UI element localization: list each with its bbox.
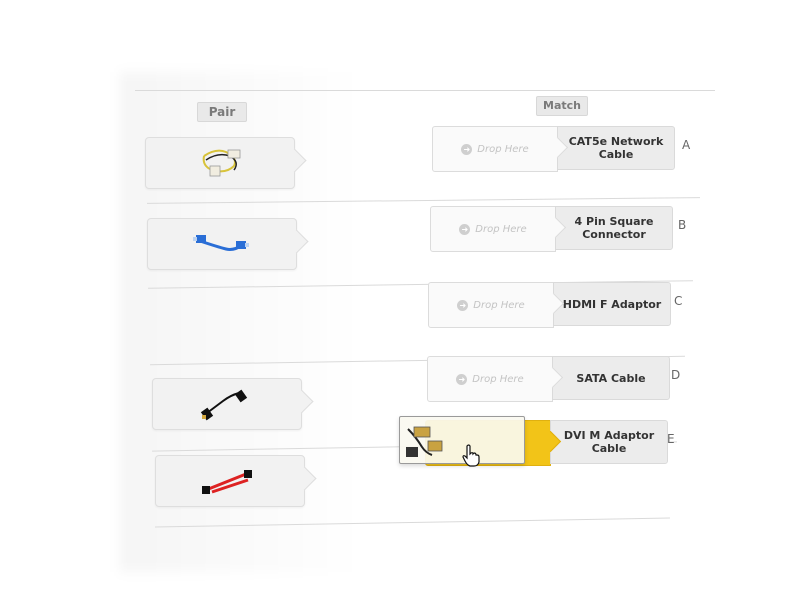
arrow-right-icon: ➜ [456,373,468,385]
dvi-adaptor-cable-icon [406,426,443,457]
match-column-header: Match [536,96,588,116]
match-label: 4 Pin Square Connector [555,206,673,250]
drop-placeholder: Drop Here [475,223,527,235]
sata-cable-icon [202,470,252,494]
match-letter: A [682,138,691,152]
drop-zone[interactable]: ➜ Drop Here [428,282,554,328]
blue-network-cable-icon [193,235,249,251]
match-letter: E [667,432,675,446]
drop-zone[interactable]: ➜ Drop Here [427,356,553,402]
hdmi-cable-icon [200,389,248,421]
molex-power-cable-icon [202,149,241,177]
drop-zone[interactable]: ➜ Drop Here [430,206,556,252]
drop-placeholder: Drop Here [472,373,524,385]
match-row-d: ➜ Drop Here SATA Cable D [427,356,697,402]
drop-zone[interactable]: ➜ Drop Here [432,126,558,172]
match-label: CAT5e Network Cable [557,126,675,170]
drop-placeholder: Drop Here [477,143,529,155]
arrow-right-icon: ➜ [461,143,473,155]
match-letter: B [678,218,687,232]
match-letter: D [671,368,681,382]
match-label: HDMI F Adaptor [553,282,671,326]
pair-column-header: Pair [197,102,247,122]
dragged-pair-card[interactable] [399,416,525,464]
hand-pointer-icon [462,444,480,467]
arrow-right-icon: ➜ [459,223,471,235]
arrow-right-icon: ➜ [457,299,469,311]
pair-card-sata-cable[interactable] [155,455,317,507]
match-row-b: ➜ Drop Here 4 Pin Square Connector B [430,206,700,252]
match-row-c: ➜ Drop Here HDMI F Adaptor C [428,282,698,328]
pair-card-hdmi-cable[interactable] [152,378,314,430]
row-divider [135,90,715,91]
drop-placeholder: Drop Here [473,299,525,311]
match-label: DVI M Adaptor Cable [550,420,668,464]
pair-card-molex-cable[interactable] [145,137,307,189]
match-letter: C [674,294,683,308]
match-row-a: ➜ Drop Here CAT5e Network Cable A [432,126,702,172]
pair-card-network-cable[interactable] [147,218,309,270]
match-label: SATA Cable [552,356,670,400]
